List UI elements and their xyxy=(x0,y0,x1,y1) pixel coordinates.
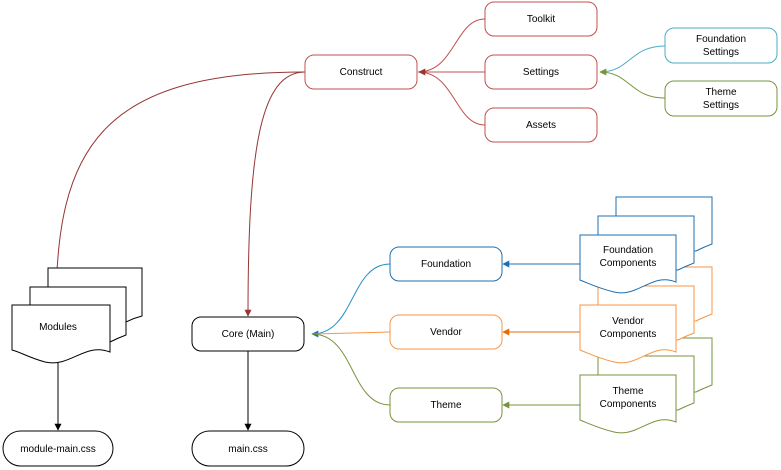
node-settings-label: Settings xyxy=(523,67,559,78)
node-vendor[interactable]: Vendor xyxy=(389,314,503,350)
arrow-construct-modules xyxy=(52,71,306,309)
connector-foundation-settings xyxy=(599,45,666,73)
node-foundation-components-line2: Components xyxy=(600,258,657,269)
node-toolkit-label: Toolkit xyxy=(527,14,556,25)
node-foundation[interactable]: Foundation xyxy=(389,246,503,282)
node-foundation-components[interactable]: Foundation Components xyxy=(579,196,713,294)
node-main-css-label: main.css xyxy=(228,444,267,455)
node-foundation-label: Foundation xyxy=(421,259,471,270)
node-module-main-css-label: module-main.css xyxy=(20,444,96,455)
node-foundation-settings[interactable]: Foundation Settings xyxy=(664,27,778,64)
node-module-main-css[interactable]: module-main.css xyxy=(2,430,114,467)
node-vendor-components-line1: Vendor xyxy=(612,316,644,327)
connector-theme-core xyxy=(311,333,391,406)
node-assets[interactable]: Assets xyxy=(484,107,598,143)
node-settings[interactable]: Settings xyxy=(484,54,598,90)
node-vendor-components[interactable]: Vendor Components xyxy=(579,266,713,364)
node-vendor-components-line2: Components xyxy=(600,329,657,340)
connector-vendor-core xyxy=(312,331,391,335)
node-toolkit[interactable]: Toolkit xyxy=(484,1,598,37)
node-construct[interactable]: Construct xyxy=(304,54,418,90)
node-theme-label: Theme xyxy=(430,400,462,411)
node-theme-components-line1: Theme xyxy=(612,386,644,397)
node-theme-components-line2: Components xyxy=(600,399,657,410)
arrow-foundation-core xyxy=(311,263,391,338)
connector-toolkit-construct xyxy=(417,18,486,73)
node-core-main-label: Core (Main) xyxy=(222,329,275,340)
node-theme-settings[interactable]: Theme Settings xyxy=(664,80,778,117)
node-main-css[interactable]: main.css xyxy=(191,430,305,467)
node-modules[interactable]: Modules xyxy=(11,267,143,364)
node-core-main[interactable]: Core (Main) xyxy=(191,316,305,352)
arrow-theme-settings xyxy=(599,68,666,99)
node-construct-label: Construct xyxy=(340,67,383,78)
node-foundation-components-line1: Foundation xyxy=(603,245,653,256)
node-foundation-settings-line1: Foundation xyxy=(696,34,746,45)
arrow-construct-core xyxy=(244,71,306,317)
node-modules-label: Modules xyxy=(39,322,77,333)
node-theme-settings-line1: Theme xyxy=(705,87,737,98)
node-theme-settings-line2: Settings xyxy=(703,100,739,111)
node-theme[interactable]: Theme xyxy=(389,387,503,423)
node-foundation-settings-line2: Settings xyxy=(703,47,739,58)
node-vendor-label: Vendor xyxy=(430,327,462,338)
node-assets-label: Assets xyxy=(526,120,556,131)
connector-assets-construct xyxy=(417,71,486,126)
